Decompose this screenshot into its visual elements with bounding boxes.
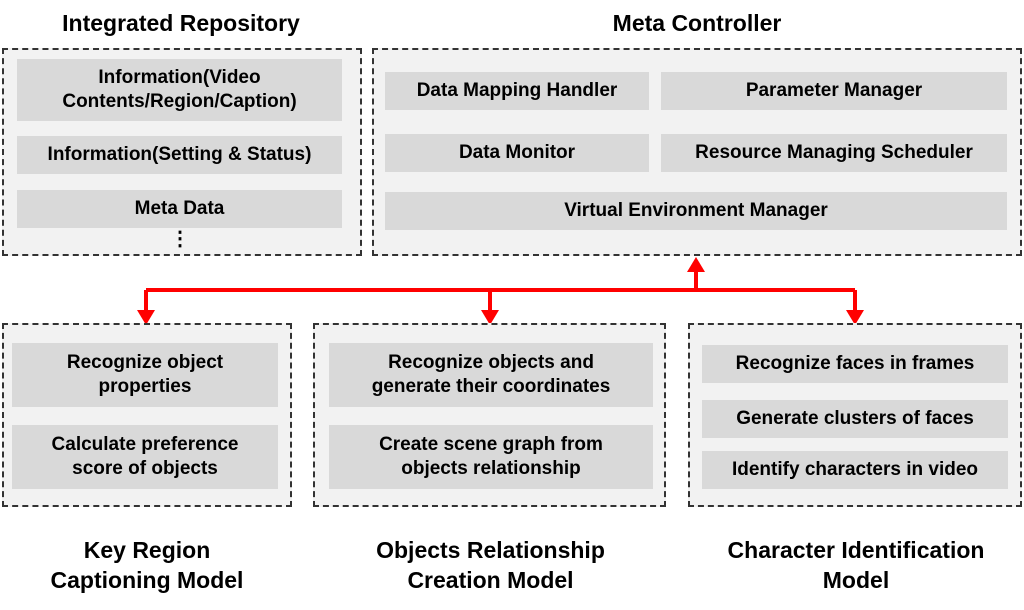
recognize-object-properties: Recognize object properties: [12, 343, 278, 407]
virtual-environment-manager: Virtual Environment Manager: [385, 192, 1007, 230]
arrowhead-down-character-identification: [846, 310, 864, 325]
arrowhead-down-objects-relationship: [481, 310, 499, 325]
key-region-captioning-title: Key Region Captioning Model: [50, 537, 244, 593]
recognize-objects-coordinates: Recognize objects and generate their coo…: [329, 343, 653, 407]
meta-controller-title: Meta Controller: [612, 10, 782, 36]
resource-managing-scheduler: Resource Managing Scheduler: [661, 134, 1007, 172]
recognize-faces-in-frames: Recognize faces in frames: [702, 345, 1008, 383]
repository-item-meta-data: Meta Data: [17, 190, 342, 228]
data-mapping-handler: Data Mapping Handler: [385, 72, 649, 110]
create-scene-graph: Create scene graph from objects relation…: [329, 425, 653, 489]
identify-characters-in-video: Identify characters in video: [702, 451, 1008, 489]
data-monitor: Data Monitor: [385, 134, 649, 172]
arrowhead-down-key-region: [137, 310, 155, 325]
generate-face-clusters: Generate clusters of faces: [702, 400, 1008, 438]
more-items-ellipsis: ⋮: [170, 228, 190, 250]
parameter-manager: Parameter Manager: [661, 72, 1007, 110]
arrowhead-up-meta-controller: [687, 257, 705, 272]
character-identification-title: Character Identification Model: [727, 537, 985, 593]
objects-relationship-title: Objects Relationship Creation Model: [376, 537, 605, 593]
repository-item-video-info: Information(Video Contents/Region/Captio…: [17, 59, 342, 121]
integrated-repository-title: Integrated Repository: [62, 10, 300, 36]
calculate-preference-score: Calculate preference score of objects: [12, 425, 278, 489]
repository-item-setting-status: Information(Setting & Status): [17, 136, 342, 174]
